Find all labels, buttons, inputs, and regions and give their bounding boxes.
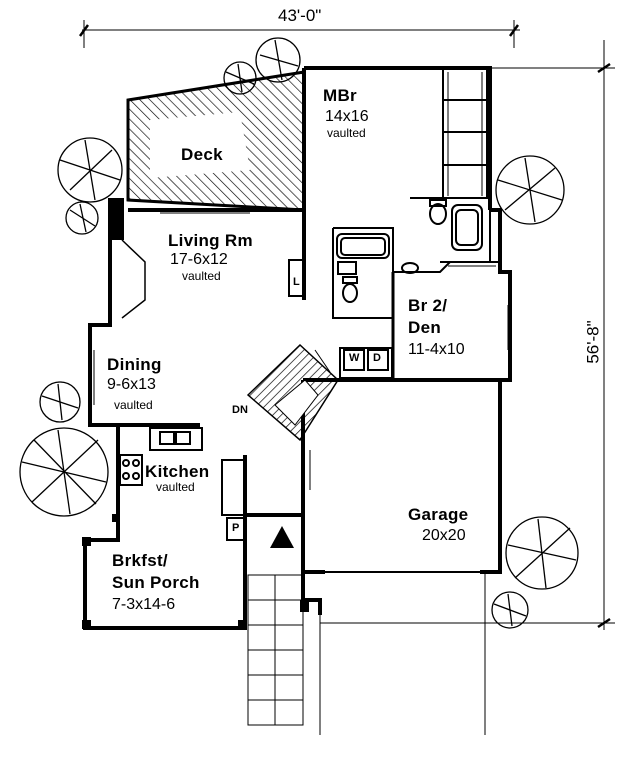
brkfst-room-name-line2: Sun Porch [112,573,200,592]
dryer-label: D [373,352,381,364]
interior-walls [93,67,509,735]
tree-icon [223,61,257,95]
tree-icon [19,427,109,517]
brkfst-room-name-line1: Brkfst/ [112,551,168,570]
living-room-size: 17-6x12 [170,251,228,268]
tree-icon [255,37,301,83]
kitchen-room-note: vaulted [156,480,195,494]
landscape-trees [19,37,579,629]
living-room-name: Living Rm [168,231,253,250]
dining-room-name: Dining [107,355,162,374]
mbr-room-note: vaulted [327,126,366,140]
porch-posts [82,514,309,629]
washer-label: W [349,352,360,364]
tree-icon [491,591,529,629]
br2-room-name-line1: Br 2/ [408,296,448,315]
kitchen-room-name: Kitchen [145,462,210,481]
brkfst-room-size: 7-3x14-6 [112,596,176,613]
depth-dimension-line [320,40,615,630]
mbr-room-size: 14x16 [325,108,369,125]
br2-room-name-line2: Den [408,318,442,337]
fireplace [108,198,124,240]
stair-down-label: DN [232,404,248,416]
br2-room-size: 11-4x10 [408,341,465,358]
mbr-room-name: MBr [323,86,357,105]
tree-icon [505,516,579,590]
tree-icon [57,137,123,203]
deck-room-name: Deck [181,145,223,164]
dining-room-note: vaulted [114,398,153,412]
living-room-note: vaulted [182,269,221,283]
tree-icon [39,381,81,423]
depth-dimension-label: 56'-8" [583,320,603,364]
linen-closet-label: L [293,276,300,288]
garage-room-size: 20x20 [422,527,466,544]
width-dimension-label: 43'-0" [278,6,322,25]
garage-room-name: Garage [408,505,469,524]
width-dimension-line [78,20,520,48]
pantry-label: P [232,522,240,534]
deck-area [126,70,306,212]
dining-room-size: 9-6x13 [107,376,156,393]
tree-icon [495,155,565,225]
tree-icon [65,201,99,235]
entry-arrow-icon [270,526,294,548]
staircase [246,343,339,442]
